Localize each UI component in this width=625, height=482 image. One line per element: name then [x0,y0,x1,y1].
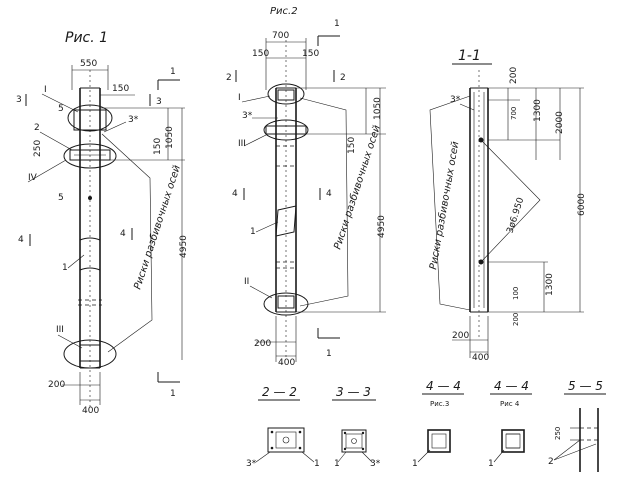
dim-3450: 3ø6.950 [505,196,526,235]
dim-700b: 700 [510,107,518,120]
risks-label-fig2: Риски разбивочных осей [331,123,383,251]
sec44b-drawing [501,429,525,453]
fig2-section-1-top: 1 [334,19,340,29]
fig1-column [63,70,117,410]
fig2-section-4-right: 4 [326,189,332,199]
dim-200d: 200 [512,313,520,326]
callout-ellipse-1 [67,104,113,132]
risks-leader-sec11 [429,95,471,311]
dim-100: 100 [512,287,520,300]
roman-III-fig2: III [238,139,246,149]
sec55-title: 5 — 5 [568,379,603,393]
fig2-dimensions: 700 150 150 1050 150 4950 200 400 [252,31,387,368]
risks-leader-fig2 [299,97,349,307]
fig1-dimensions: 550 150 1050 4950 150 200 400 250 [33,59,189,416]
risks-label-fig1: Риски разбивочных осей [131,163,183,291]
mark-1-fig1: 1 [62,263,68,273]
dim-250b: 250 [554,427,562,440]
fig2-section-1-bottom: 1 [326,349,332,359]
dim-1050b: 1050 [373,97,383,120]
sec22-mark-1: 1 [314,459,320,469]
mark-3star-sec11: 3* [450,95,461,105]
dim-200e: 200 [452,331,469,341]
roman-I-fig2: I [238,93,241,103]
fig2-column [263,40,309,360]
dim-700: 700 [272,31,289,41]
fig2-section-2-left: 2 [226,73,232,83]
axis-point [88,196,92,200]
sec22-mark-3star: 3* [246,459,257,469]
dim-400c: 400 [472,353,489,363]
dim-550: 550 [80,59,97,69]
section-3-left: 3 [16,95,22,105]
risks-leader-fig1 [101,133,153,353]
callout-ellipse-3 [63,339,117,369]
sec44a-mark-1: 1 [412,459,418,469]
section-5-bottom: 5 [58,193,64,203]
sec11-column [469,70,541,340]
sec22-title: 2 — 2 [262,385,297,399]
section-1-bottom-label: 1 [170,389,176,399]
fig2-ellipse-III [263,119,309,141]
sec33-mark-3star: 3* [370,459,381,469]
fig2-ellipse-II [263,292,309,316]
sec55-drawing [570,408,599,472]
dim-150e: 150 [347,137,357,154]
dim-4950: 4950 [179,235,189,258]
fig2-leaders: I 3* III 1 II [238,93,279,299]
dim-200: 200 [48,380,65,390]
roman-II-fig2: II [244,277,249,287]
fig1-section-markers: 1 1 3 3 5 5 4 4 [16,67,180,399]
sec33-drawing [341,429,367,453]
dim-250: 250 [33,140,43,157]
dim-400: 400 [82,406,99,416]
section-1-top-label: 1 [170,67,176,77]
section-4-right: 4 [120,229,126,239]
sec33-mark-1: 1 [334,459,340,469]
section-4-left: 4 [18,235,24,245]
dim-6000: 6000 [577,193,587,216]
sec22-drawing [267,427,305,453]
sec44b-subtitle: Рис 4 [500,400,520,408]
mark-3star-fig1: 3* [128,115,139,125]
sec33-title: 3 — 3 [336,385,371,399]
fig1-title: Рис. 1 [65,30,108,46]
dim-1300: 1300 [533,99,543,122]
dim-1300b: 1300 [545,273,555,296]
sec11-dimensions: 200 700 1300 2000 6000 3ø6.950 1300 100 … [452,67,587,363]
roman-I-fig1: I [44,85,47,95]
sec44b-title: 4 — 4 [494,379,529,393]
sec44b-mark-1: 1 [488,459,494,469]
roman-III-fig1: III [56,325,64,335]
dim-150a: 150 [112,84,129,94]
fig1-leaders: I 2 IV 1 III 3* [27,85,139,349]
sec44a-drawing [427,429,451,453]
dim-4950b: 4950 [377,215,387,238]
dim-150c: 150 [252,49,269,59]
sec44a-title: 4 — 4 [426,379,461,393]
dim-200b: 200 [254,339,271,349]
mark-2: 2 [34,123,40,133]
dim-150d: 150 [302,49,319,59]
callout-ellipse-4 [63,143,117,169]
dim-200c: 200 [509,67,519,84]
mark-1-fig2: 1 [250,227,256,237]
sec11-title: 1-1 [458,48,481,64]
fig2-title: Рис.2 [270,6,298,17]
dim-1050: 1050 [165,126,175,149]
fig2-section-markers: 1 1 2 2 4 4 [226,19,346,359]
dim-400b: 400 [278,358,295,368]
fig2-ellipse-I [267,83,305,105]
sec55-mark-2: 2 [548,457,554,467]
section-3-right: 3 [156,97,162,107]
roman-IV-fig1: IV [28,173,38,183]
dim-2000: 2000 [555,111,565,134]
sec44a-subtitle: Рис.3 [430,400,449,408]
mark-3star-fig2: 3* [242,111,253,121]
section-5-top: 5 [58,104,64,114]
dim-150b: 150 [153,138,163,155]
fig2-section-4-left: 4 [232,189,238,199]
fig2-section-2-right: 2 [340,73,346,83]
